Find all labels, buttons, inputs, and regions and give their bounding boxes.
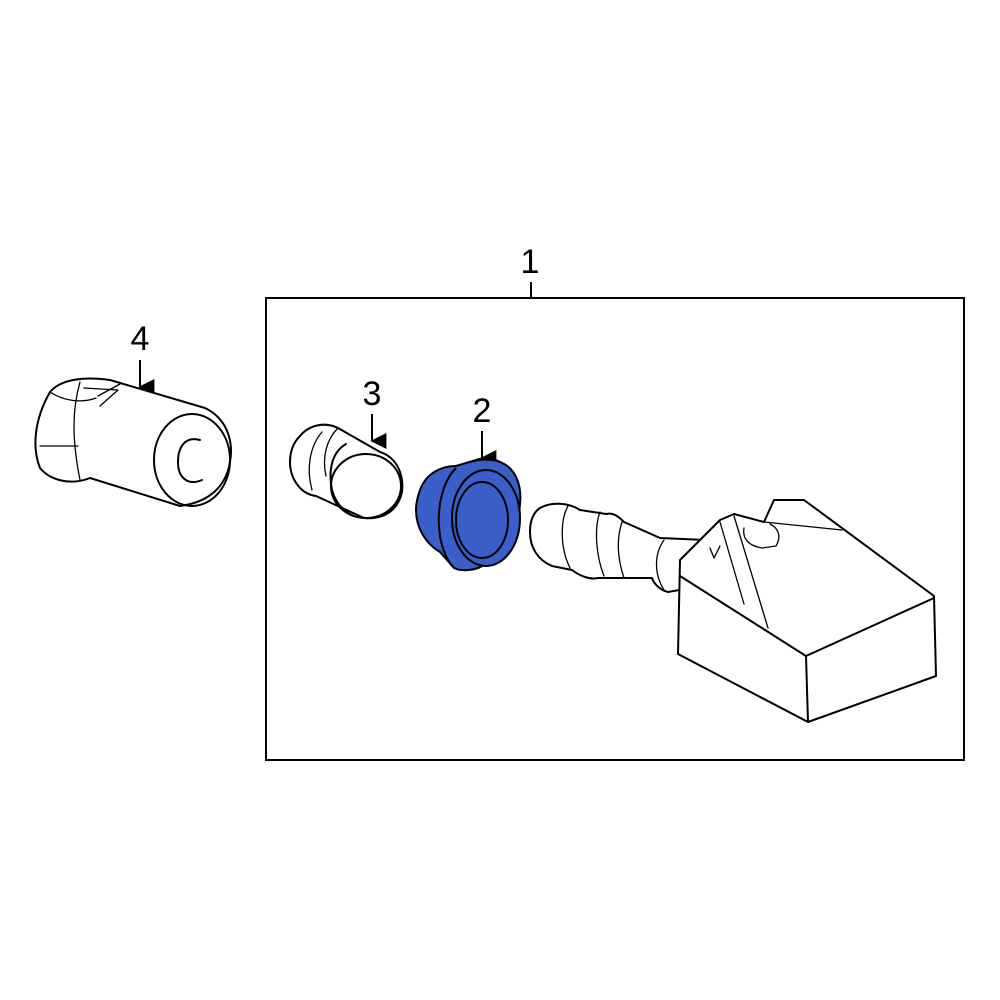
assembly-frame bbox=[265, 297, 965, 761]
callout-2: 2 bbox=[473, 392, 492, 430]
callout-3: 3 bbox=[363, 375, 382, 413]
callout-4: 4 bbox=[131, 320, 150, 358]
valve-core-part bbox=[289, 423, 404, 520]
valve-cap-part bbox=[34, 377, 232, 507]
tpms-sensor-part bbox=[529, 499, 937, 723]
callout-1: 1 bbox=[521, 243, 540, 281]
grommet-part bbox=[414, 457, 522, 572]
